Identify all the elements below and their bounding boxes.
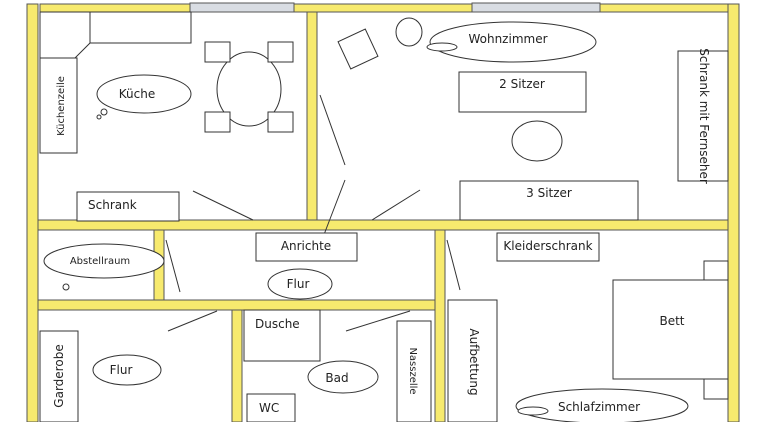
wall-left (26, 3, 39, 422)
zwei-sitzer-label: 2 Sitzer (499, 77, 545, 91)
dusche-label: Dusche (255, 317, 300, 331)
drei-sitzer (459, 180, 639, 221)
flur-upper-cloud: Flur (267, 268, 333, 300)
garderobe (39, 330, 79, 422)
schlafzimmer-cloud: Schlafzimmer (515, 388, 689, 422)
armchair (337, 28, 379, 70)
wall-bath (231, 309, 243, 422)
anrichte-label: Anrichte (281, 239, 331, 253)
room-label-kueche: Küche (119, 87, 155, 101)
wc (246, 393, 296, 422)
side-table (395, 17, 423, 47)
window (189, 2, 295, 13)
room-label-bad: Bad (325, 371, 348, 385)
wall-bedroom (434, 229, 446, 422)
anrichte (255, 232, 358, 262)
aufbettung-label: Aufbettung (467, 328, 481, 395)
wall-kitchen-living (306, 11, 318, 221)
bad-cloud: Bad (307, 360, 379, 394)
flur-lower-cloud: Flur (92, 354, 162, 386)
kuechenzeile-label: Küchenzeile (56, 76, 67, 136)
room-label-flur-lower: Flur (110, 363, 133, 377)
dusche (243, 309, 321, 362)
bett-label: Bett (659, 314, 684, 328)
drei-sitzer-label: 3 Sitzer (526, 186, 572, 200)
wall-top (599, 3, 729, 13)
wc-label: WC (259, 401, 279, 415)
room-label-schlafzimmer: Schlafzimmer (558, 400, 640, 414)
kueche-cloud: Küche (96, 74, 192, 120)
schrank-label: Schrank (88, 198, 137, 212)
bett (612, 279, 729, 380)
kleiderschrank-label: Kleiderschrank (503, 239, 592, 253)
nightstand (703, 260, 729, 282)
wall-top (39, 3, 191, 13)
kitchen-corner-counter (39, 11, 91, 59)
wall-top (293, 3, 473, 13)
kuechenzeile (39, 57, 78, 154)
room-label-flur-upper: Flur (287, 277, 310, 291)
aufbettung (447, 299, 498, 422)
wohnzimmer-cloud: Wohnzimmer (426, 21, 597, 63)
kitchen-counter (89, 11, 192, 44)
abstellraum-cloud: Abstellraum (43, 243, 165, 291)
nasszelle-label: Nasszelle (407, 347, 418, 394)
nasszelle (396, 320, 432, 422)
wall-right (727, 3, 740, 422)
room-label-wohnzimmer: Wohnzimmer (468, 32, 547, 46)
nightstand (703, 378, 729, 400)
schrank-fernseher-label: Schrank mit Fernseher (697, 48, 711, 184)
walls (26, 2, 740, 422)
schrank (76, 191, 180, 222)
garderobe-label: Garderobe (52, 344, 66, 407)
zwei-sitzer (458, 71, 587, 113)
schrank-mit-fernseher (677, 50, 729, 182)
kleiderschrank (496, 232, 600, 262)
room-label-abstellraum: Abstellraum (70, 256, 130, 267)
coffee-table (511, 120, 563, 162)
wall-middle (37, 219, 729, 231)
wall-lower (37, 299, 436, 311)
dining-table (204, 41, 294, 133)
window (471, 2, 601, 13)
